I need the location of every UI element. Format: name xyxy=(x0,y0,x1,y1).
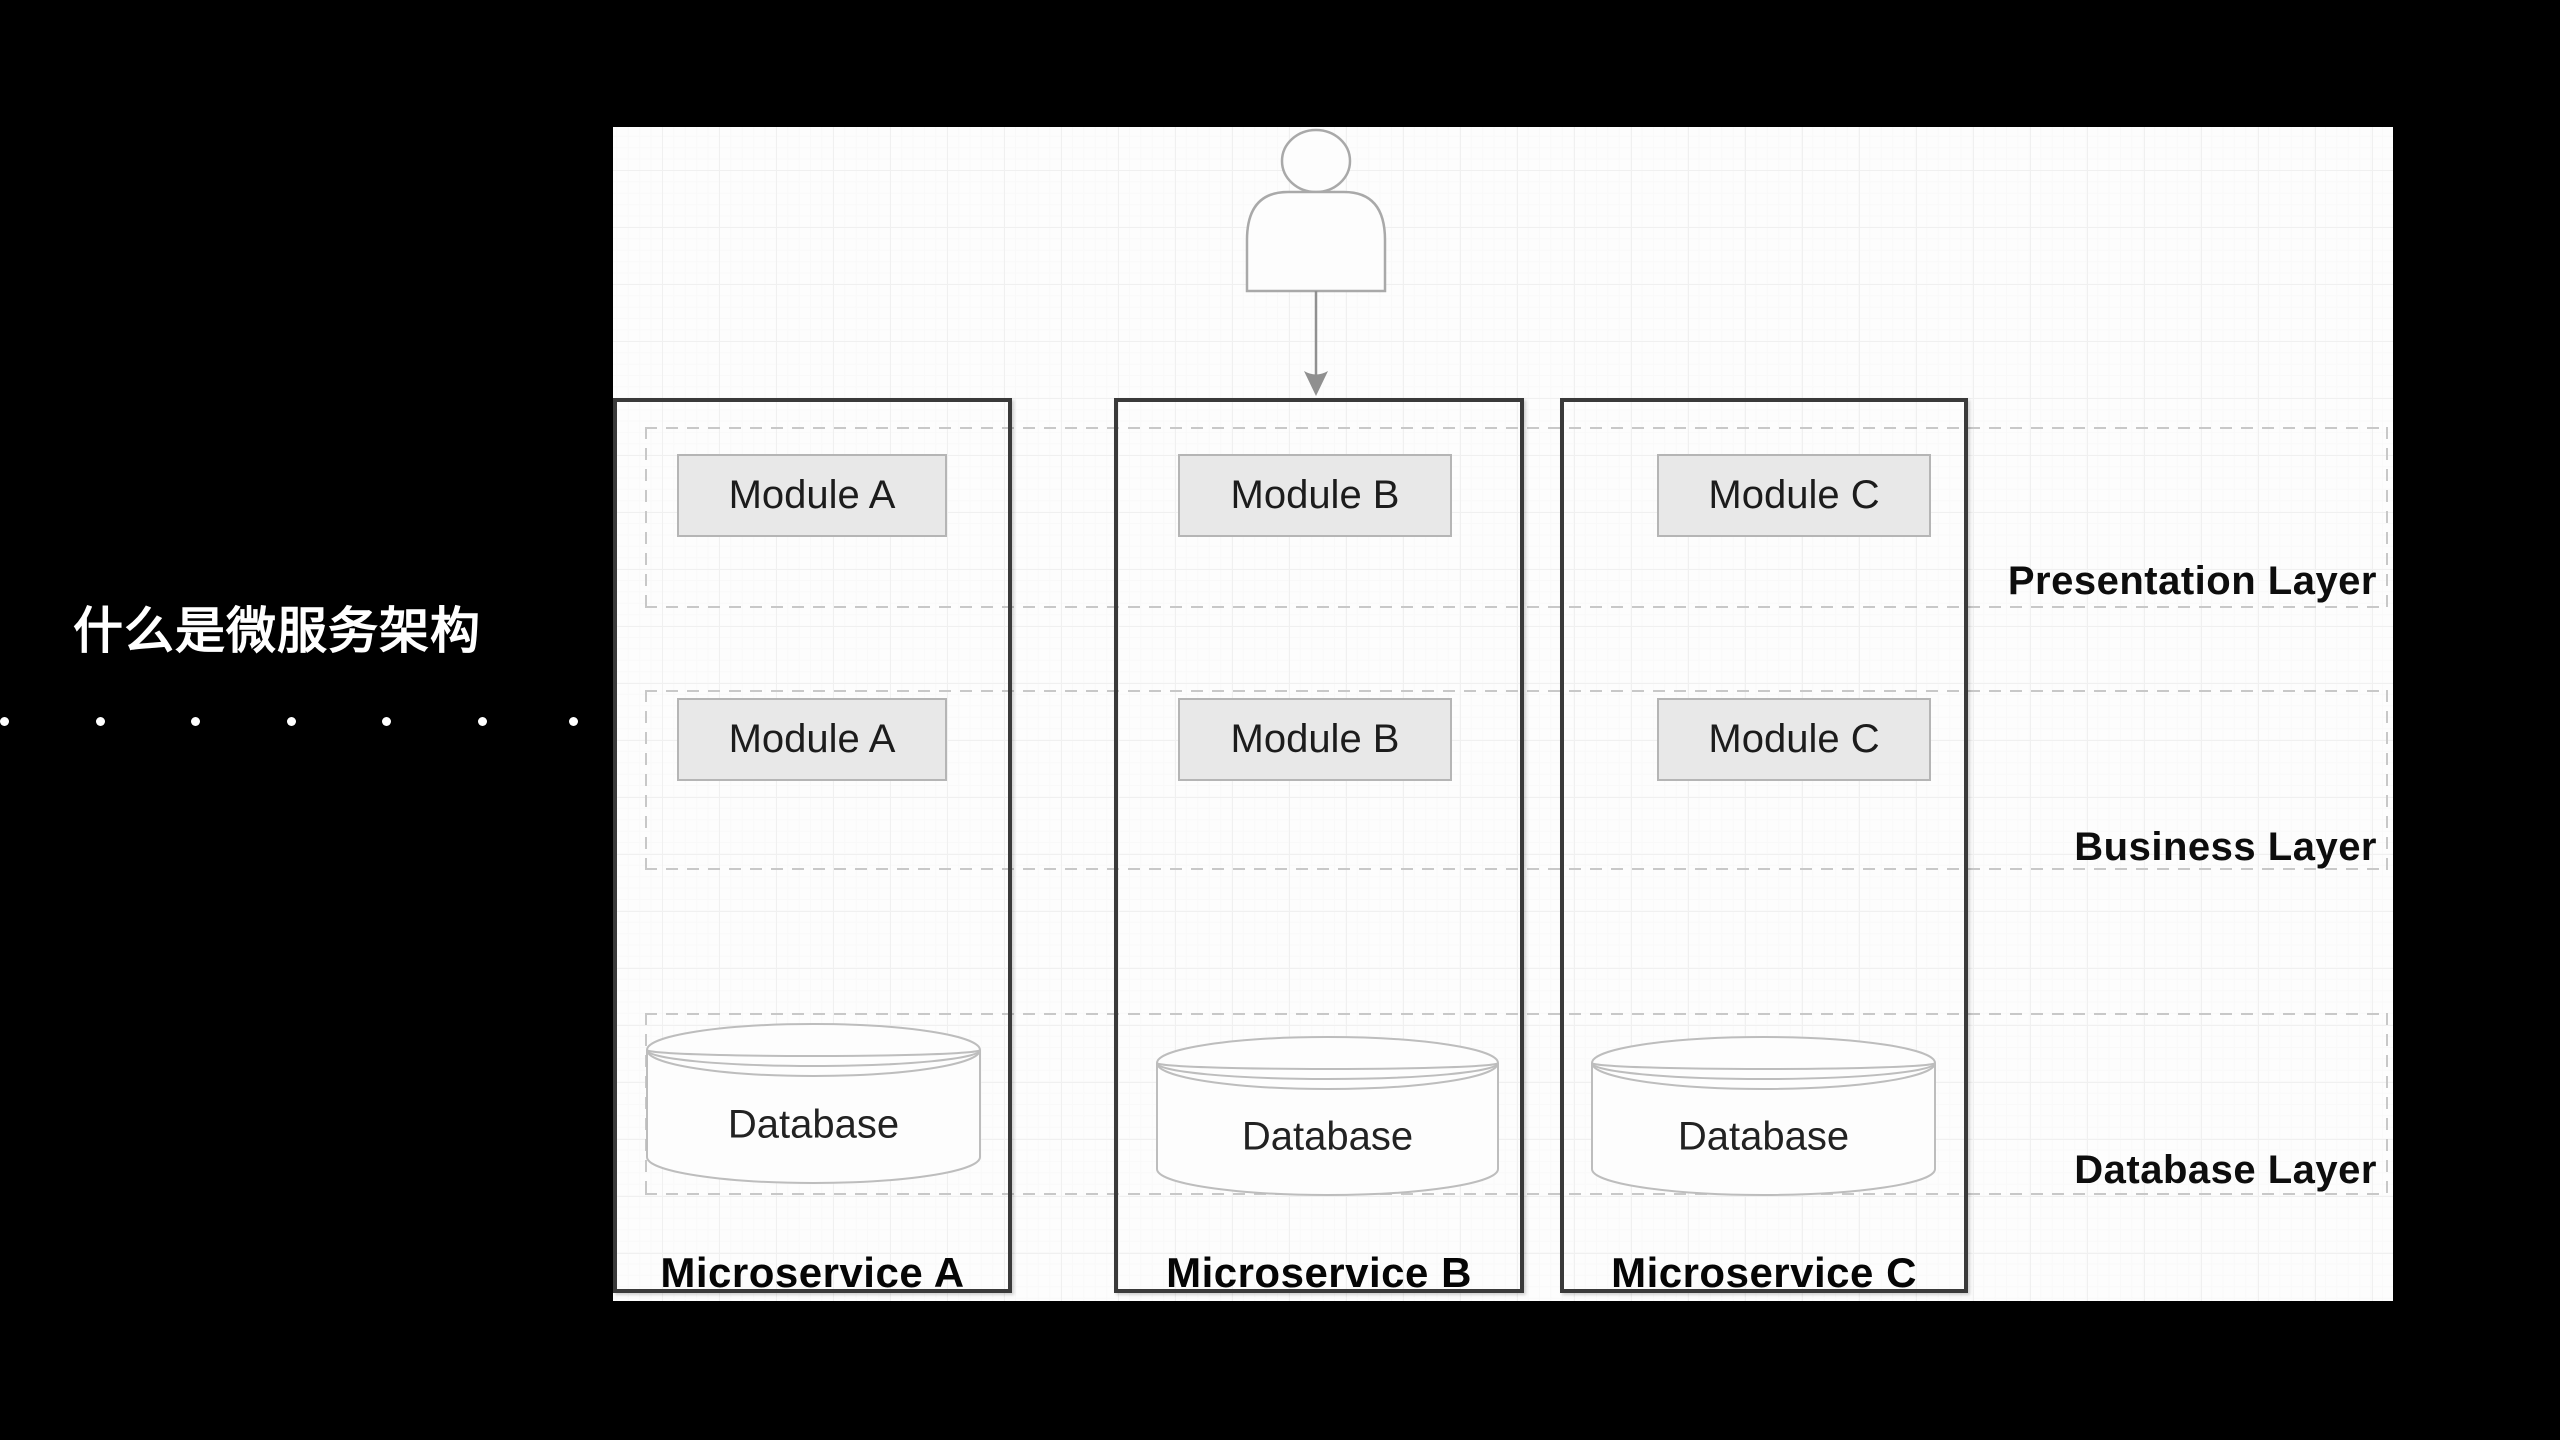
database-label: Database xyxy=(1241,1114,1414,1159)
dot xyxy=(191,717,200,726)
dot xyxy=(569,717,578,726)
microservice-c-name: Microservice C xyxy=(1611,1249,1917,1296)
module-label: Module C xyxy=(1708,473,1880,517)
database-icon xyxy=(646,1023,981,1184)
layer-label-business: Business Layer xyxy=(2074,825,2377,869)
database-icon xyxy=(1591,1036,1936,1196)
module-label: Module B xyxy=(1230,717,1400,761)
module-box: Module C xyxy=(1657,454,1931,537)
microservice-b-box xyxy=(1114,398,1524,1293)
module-box: Module B xyxy=(1178,698,1452,781)
database-cylinder: Database xyxy=(1155,1035,1500,1197)
database-cylinder: Database xyxy=(645,1022,982,1185)
database-label: Database xyxy=(727,1102,900,1147)
dot xyxy=(96,717,105,726)
layer-label-database: Database Layer xyxy=(2074,1148,2377,1192)
module-label: Module B xyxy=(1230,473,1400,517)
module-label: Module A xyxy=(728,717,896,761)
database-cylinder: Database xyxy=(1590,1035,1937,1197)
module-label: Module A xyxy=(728,473,896,517)
down-arrow-icon xyxy=(1304,291,1328,396)
module-box: Module A xyxy=(677,454,947,537)
database-label: Database xyxy=(1677,1114,1850,1159)
microservice-a-box xyxy=(613,398,1012,1293)
module-box: Module C xyxy=(1657,698,1931,781)
layer-label-presentation: Presentation Layer xyxy=(2007,559,2377,603)
dot xyxy=(478,717,487,726)
slide-title: 什么是微服务架构 xyxy=(73,603,481,659)
dot xyxy=(287,717,296,726)
diagram-canvas: Module A Module B Module C Module A Modu… xyxy=(613,127,2393,1301)
dot xyxy=(0,717,9,726)
decor-dots-row xyxy=(0,717,600,727)
microservice-c-box xyxy=(1560,398,1968,1293)
module-box: Module A xyxy=(677,698,947,781)
database-icon xyxy=(1156,1036,1499,1196)
microservice-a-name: Microservice A xyxy=(660,1249,965,1296)
microservice-b-name: Microservice B xyxy=(1166,1249,1472,1296)
module-label: Module C xyxy=(1708,717,1880,761)
module-box: Module B xyxy=(1178,454,1452,537)
user-icon xyxy=(1245,128,1387,396)
dot xyxy=(382,717,391,726)
